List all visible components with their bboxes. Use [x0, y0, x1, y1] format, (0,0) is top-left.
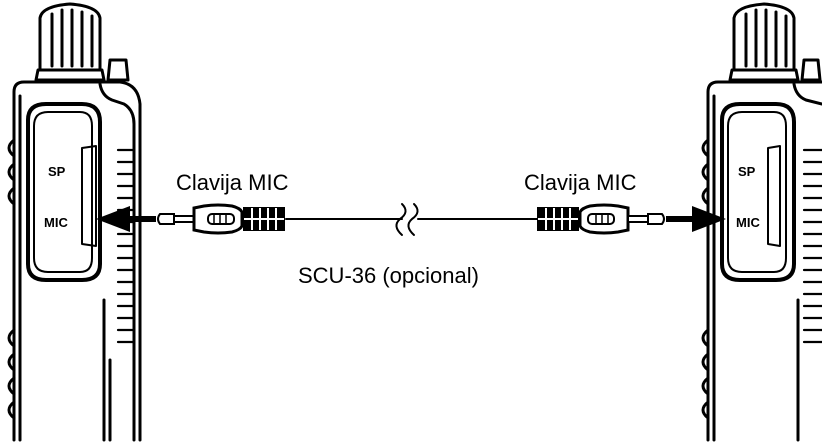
left-radio — [7, 2, 142, 442]
right-radio — [701, 2, 822, 442]
right-radio-mic-label: MIC — [736, 215, 760, 230]
left-radio-knob — [34, 2, 106, 82]
right-radio-knob — [728, 2, 800, 82]
cable-label: SCU-36 (opcional) — [298, 263, 479, 288]
right-arrow — [666, 206, 726, 232]
right-jack-label: Clavija MIC — [524, 170, 637, 195]
left-plug — [157, 203, 285, 235]
left-arrow — [96, 206, 156, 232]
right-plug — [537, 203, 665, 235]
left-radio-mic-label: MIC — [44, 215, 68, 230]
left-radio-sp-label: SP — [48, 164, 66, 179]
right-radio-sp-label: SP — [738, 164, 756, 179]
left-jack-label: Clavija MIC — [176, 170, 289, 195]
cable — [285, 203, 541, 236]
cable-break-mark — [395, 203, 419, 236]
